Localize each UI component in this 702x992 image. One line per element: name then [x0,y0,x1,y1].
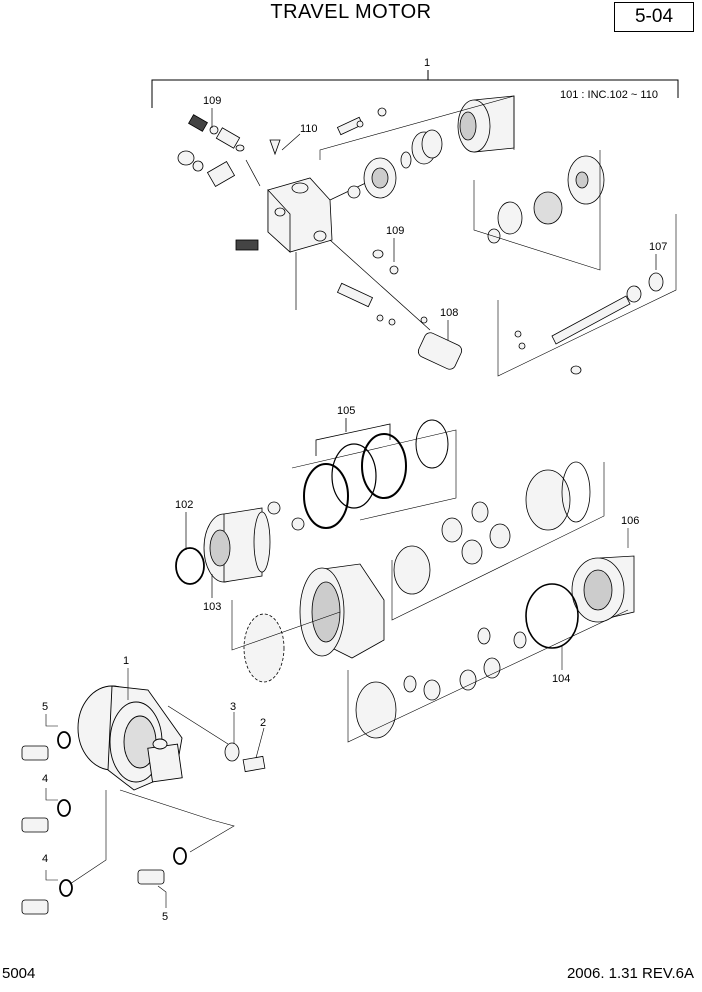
lower-planet-carrier [355,627,527,739]
flange-housing-103 [203,501,305,583]
fittings-and-orings [21,731,187,915]
planetary-gears [393,461,591,595]
bracket-105 [315,418,391,456]
cylinder-block-group [347,95,605,244]
footer-code: 5004 [2,965,36,982]
shaft-group [514,272,664,375]
seal-rings-105 [303,419,449,529]
cover-106-104 [525,555,635,649]
callout-4-a: 4 [42,773,48,785]
lower-leaders [45,668,265,908]
callout-110: 110 [300,123,318,135]
page-title: TRAVEL MOTOR [270,1,432,23]
callout-104: 104 [552,673,570,685]
callout-4-b: 4 [42,853,48,865]
callout-109-a: 109 [203,95,221,107]
page-number-box: 5-04 [614,2,694,32]
callout-109-b: 109 [386,225,404,237]
valve-block-group [177,107,463,370]
callout-103: 103 [203,601,221,613]
callout-106: 106 [621,515,639,527]
callout-108: 108 [440,307,458,319]
footer-date-revision: 2006. 1.31 REV.6A [566,965,694,982]
callout-5-b: 5 [162,911,168,923]
plug-washer-bolt [224,742,266,773]
ring-gear-housing [243,563,385,683]
callout-1-bottom: 1 [123,655,129,667]
callout-3: 3 [230,701,236,713]
oring-102 [175,547,205,585]
upper-panels [319,95,677,377]
valve-leader-lines [211,108,657,340]
leader-102-103 [185,512,213,598]
callout-1-top: 1 [424,57,430,69]
callout-102: 102 [175,499,193,511]
callout-105: 105 [337,405,355,417]
callout-107: 107 [649,241,667,253]
callout-5-a: 5 [42,701,48,713]
motor-assembly [77,685,183,791]
middle-panels [231,429,629,743]
assembly-bracket [151,70,679,108]
callout-2: 2 [260,717,266,729]
note-101-inclusion: 101 : INC.102 ~ 110 [560,89,658,101]
